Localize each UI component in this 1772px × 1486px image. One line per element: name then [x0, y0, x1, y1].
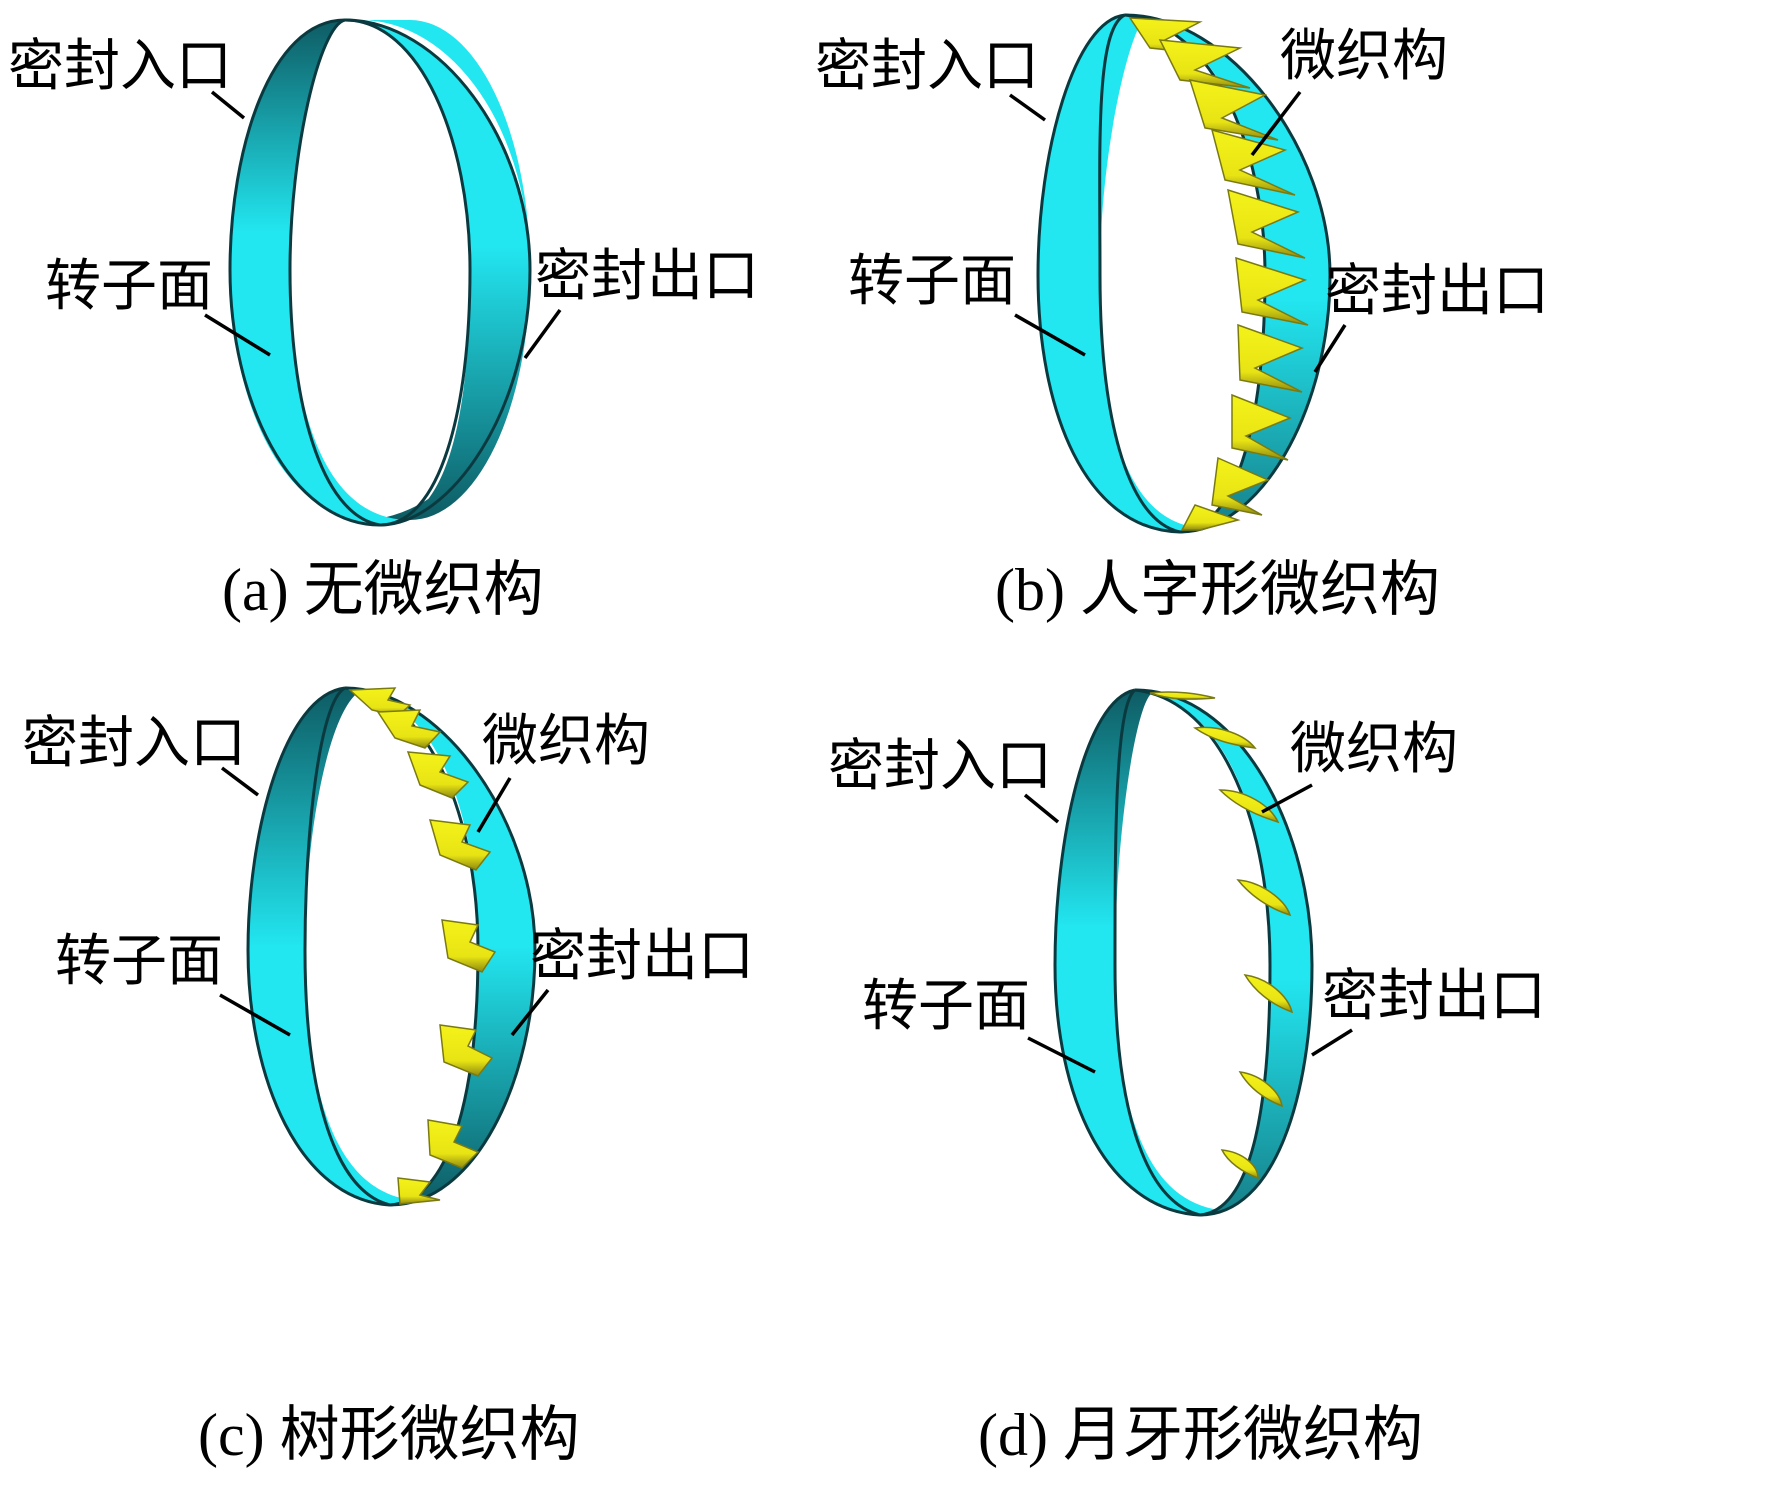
texture-trees-c	[348, 687, 497, 1205]
caption-a: (a) 无微织构	[222, 557, 544, 623]
ring-d	[1053, 688, 1314, 1217]
texture-crescents-d	[1149, 691, 1294, 1180]
leader-inlet-d	[1023, 793, 1060, 824]
leader-outlet-a	[523, 308, 562, 360]
label-texture-c: 微织构	[482, 709, 650, 774]
panel-c: 密封入口 微织构 转子面 密封出口 (c) 树形微织构	[22, 686, 754, 1468]
label-outlet-d: 密封出口	[1322, 964, 1546, 1029]
caption-c: (c) 树形微织构	[198, 1402, 580, 1468]
label-rotor-b: 转子面	[848, 249, 1016, 314]
caption-b: (b) 人字形微织构	[995, 557, 1440, 623]
panel-b: 密封入口 微织构 转子面 密封出口 (b) 人字形微织构	[815, 13, 1549, 623]
leader-texture-b	[1250, 90, 1302, 157]
label-inlet-d: 密封入口	[828, 734, 1052, 799]
leader-rotor-d	[1027, 1036, 1096, 1074]
leader-rotor-a	[204, 313, 271, 357]
leader-outlet-d	[1311, 1028, 1353, 1057]
leader-outlet-b	[1313, 324, 1347, 373]
leader-rotor-b	[1014, 313, 1086, 357]
label-rotor-a: 转子面	[45, 254, 213, 319]
label-inlet-c: 密封入口	[22, 711, 246, 776]
label-rotor-c: 转子面	[55, 929, 223, 994]
label-texture-d: 微织构	[1290, 717, 1458, 782]
label-outlet-c: 密封出口	[530, 924, 754, 989]
texture-chevrons-b	[1128, 17, 1309, 531]
leader-rotor-c	[219, 993, 291, 1037]
leader-texture-d	[1261, 783, 1313, 814]
panel-d: 密封入口 微织构 转子面 密封出口 (d) 月牙形微织构	[828, 688, 1546, 1468]
leader-inlet-b	[1008, 93, 1047, 122]
leader-outlet-c	[510, 988, 550, 1037]
ring-a	[228, 18, 532, 527]
leader-texture-c	[476, 777, 512, 833]
label-inlet-a: 密封入口	[8, 34, 232, 99]
caption-d: (d) 月牙形微织构	[978, 1402, 1423, 1468]
panel-a: 密封入口 转子面 密封出口 (a) 无微织构	[8, 18, 759, 623]
label-inlet-b: 密封入口	[815, 34, 1039, 99]
label-outlet-b: 密封出口	[1325, 259, 1549, 324]
label-texture-b: 微织构	[1280, 24, 1448, 89]
label-outlet-a: 密封出口	[535, 244, 759, 309]
leader-inlet-c	[220, 766, 260, 797]
leader-inlet-a	[210, 90, 246, 120]
label-rotor-d: 转子面	[862, 974, 1030, 1039]
